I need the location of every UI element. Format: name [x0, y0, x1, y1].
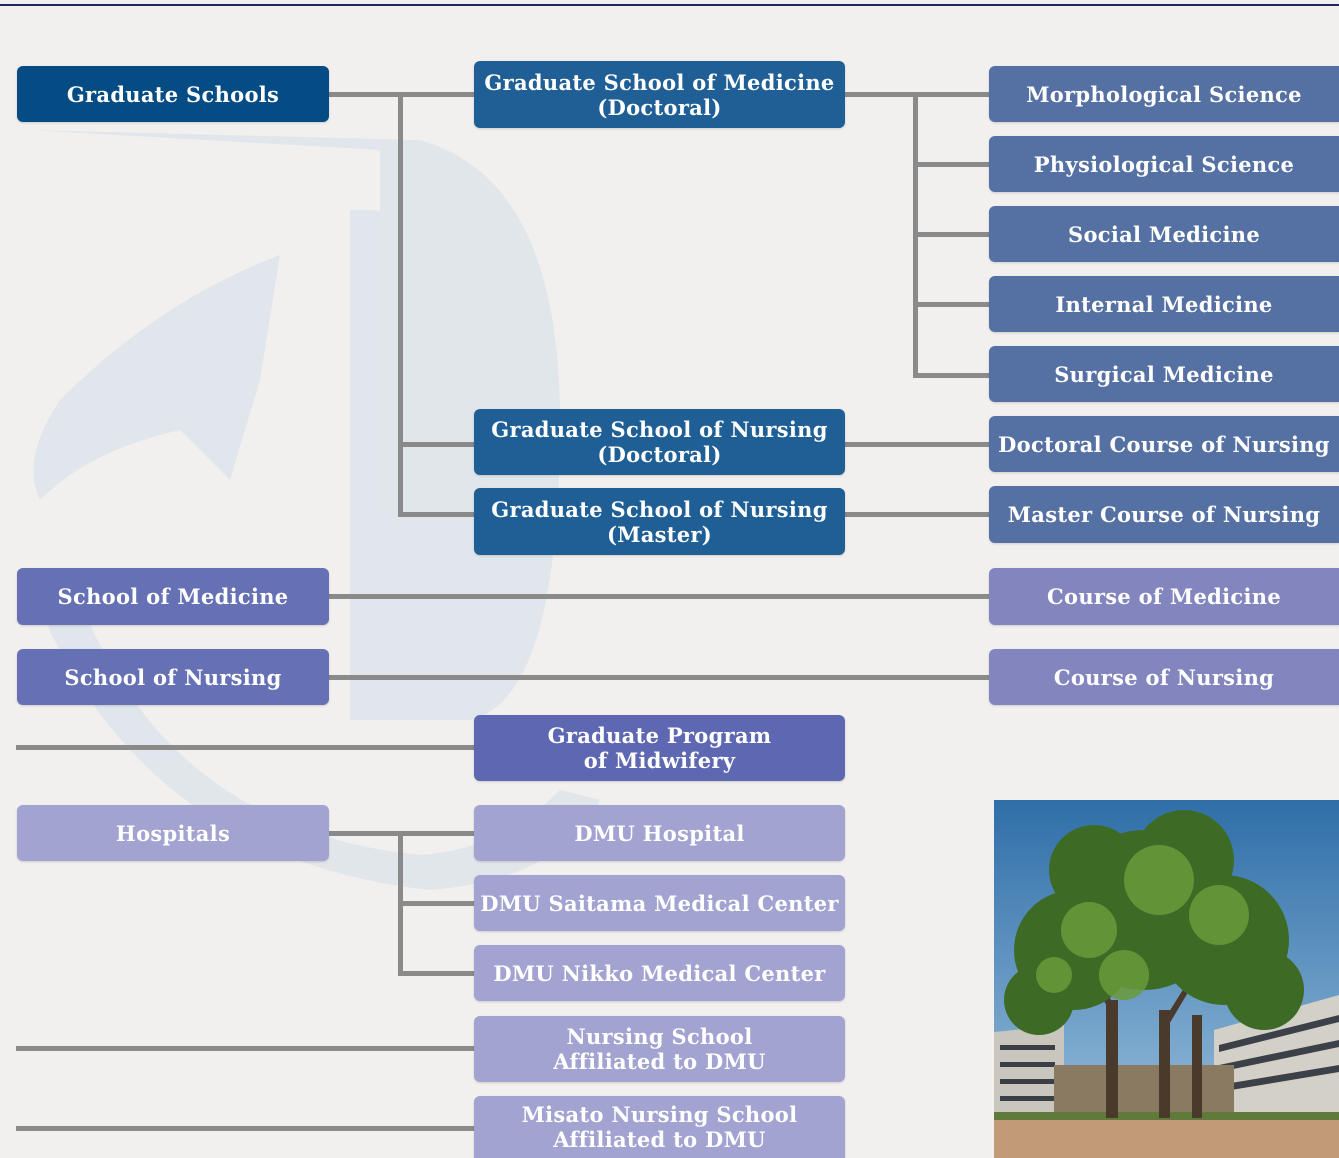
connector: [844, 442, 990, 447]
master-course-of-nursing-box[interactable]: Master Course of Nursing: [989, 486, 1339, 543]
dept-surgical-medicine[interactable]: Surgical Medicine: [989, 346, 1339, 402]
connector: [913, 162, 990, 167]
doctoral-course-of-nursing-box[interactable]: Doctoral Course of Nursing: [989, 416, 1339, 472]
course-of-medicine-box[interactable]: Course of Medicine: [989, 568, 1339, 625]
connector: [844, 512, 990, 517]
dmu-hospital-box[interactable]: DMU Hospital: [474, 805, 845, 861]
hospitals-box[interactable]: Hospitals: [17, 805, 329, 861]
connector: [398, 971, 475, 976]
connector: [16, 1126, 475, 1131]
connector: [329, 675, 990, 680]
dmu-nikko-medical-center-box[interactable]: DMU Nikko Medical Center: [474, 945, 845, 1001]
connector: [398, 442, 475, 447]
top-rule: [0, 4, 1339, 6]
dept-social-medicine[interactable]: Social Medicine: [989, 206, 1339, 262]
dept-physiological-science[interactable]: Physiological Science: [989, 136, 1339, 192]
connector: [913, 373, 990, 378]
dept-morphological-science[interactable]: Morphological Science: [989, 66, 1339, 122]
connector: [913, 232, 990, 237]
graduate-school-medicine-doctoral-box[interactable]: Graduate School of Medicine (Doctoral): [474, 61, 845, 128]
connector: [16, 745, 475, 750]
school-of-medicine-box[interactable]: School of Medicine: [17, 568, 329, 625]
connector: [398, 512, 475, 517]
graduate-school-nursing-doctoral-box[interactable]: Graduate School of Nursing (Doctoral): [474, 409, 845, 475]
misato-nursing-school-box[interactable]: Misato Nursing School Affiliated to DMU: [474, 1096, 845, 1158]
connector: [329, 594, 990, 599]
course-of-nursing-box[interactable]: Course of Nursing: [989, 649, 1339, 705]
dmu-saitama-medical-center-box[interactable]: DMU Saitama Medical Center: [474, 875, 845, 931]
connector: [398, 901, 475, 906]
campus-tree-photo: [994, 800, 1339, 1158]
graduate-program-midwifery-box[interactable]: Graduate Program of Midwifery: [474, 715, 845, 781]
dept-internal-medicine[interactable]: Internal Medicine: [989, 276, 1339, 332]
connector: [398, 92, 403, 517]
connector: [913, 302, 990, 307]
school-of-nursing-box[interactable]: School of Nursing: [17, 649, 329, 705]
connector: [16, 1046, 475, 1051]
nursing-school-affiliated-box[interactable]: Nursing School Affiliated to DMU: [474, 1016, 845, 1082]
graduate-schools-box[interactable]: Graduate Schools: [17, 66, 329, 122]
graduate-school-nursing-master-box[interactable]: Graduate School of Nursing (Master): [474, 488, 845, 555]
